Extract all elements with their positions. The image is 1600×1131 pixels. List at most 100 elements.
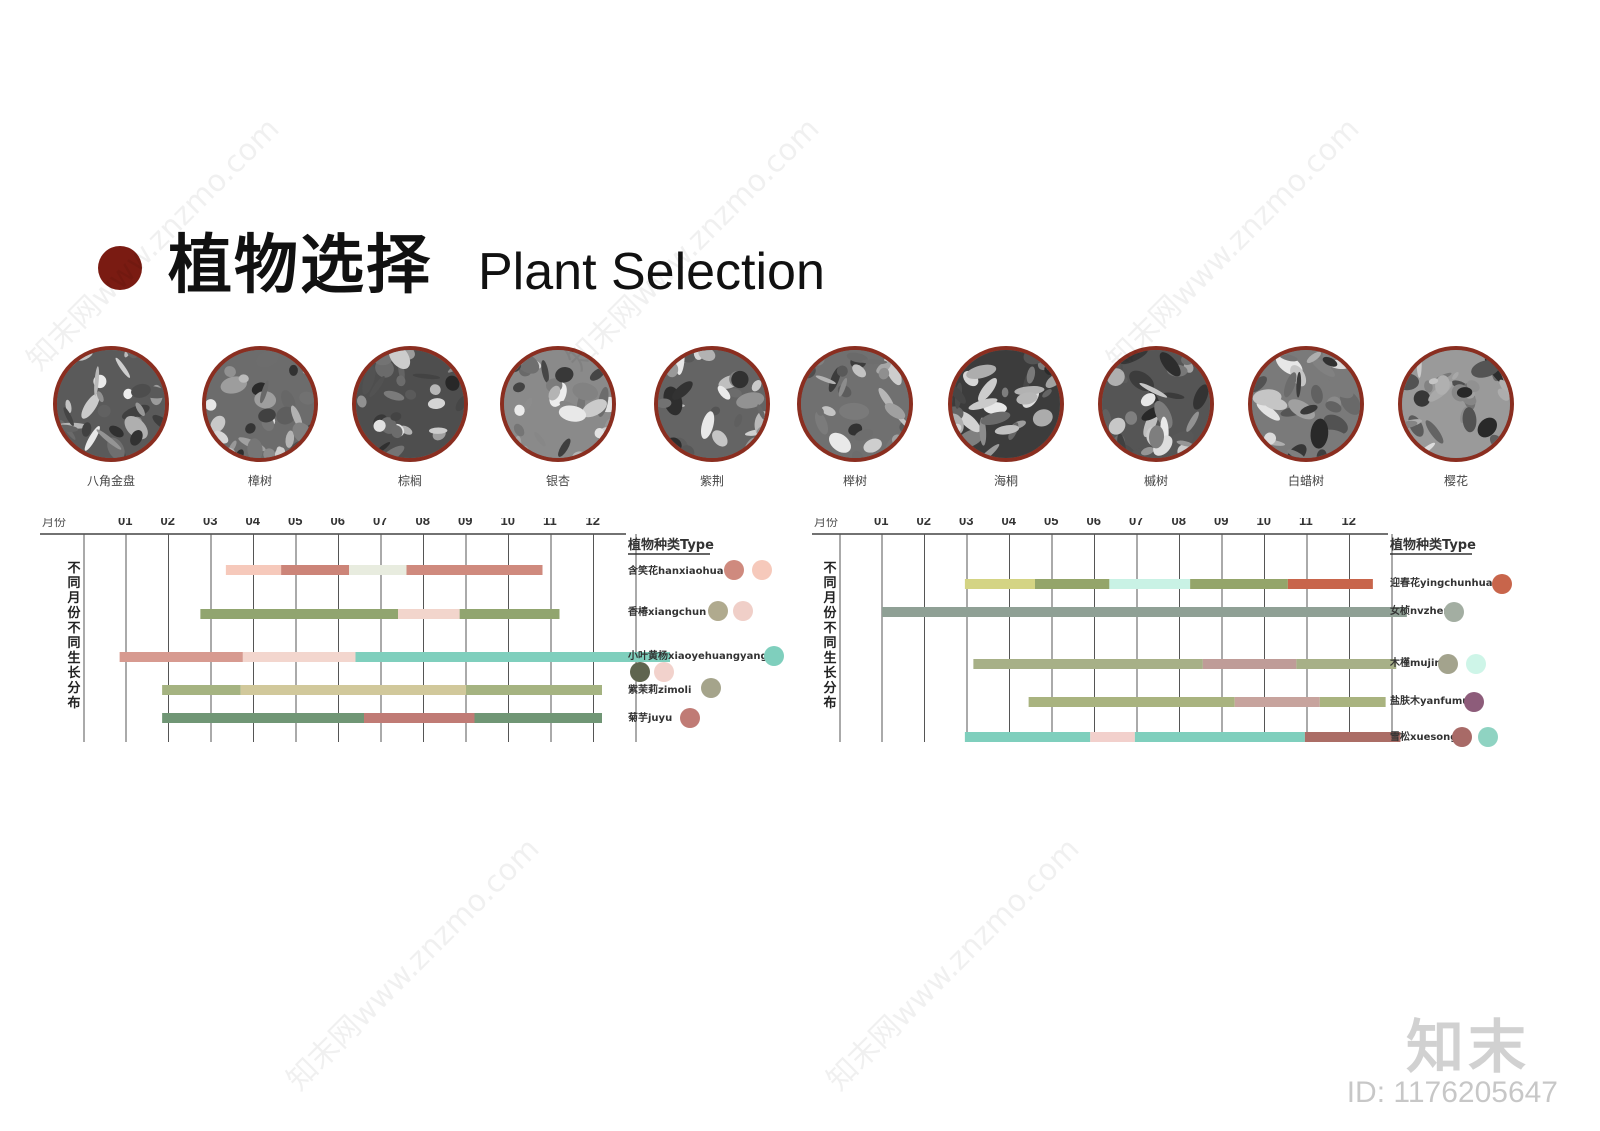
growth-bar-segment — [355, 652, 670, 662]
foliage-texture — [1402, 350, 1510, 458]
leaf-shape — [994, 424, 1020, 435]
growth-bar-segment — [882, 607, 1407, 617]
plant-name: 槭树 — [1143, 474, 1168, 488]
growth-bar-segment — [1296, 659, 1397, 669]
leaf-shape — [555, 367, 574, 383]
leaf-shape — [1279, 353, 1298, 362]
leaf-shape — [899, 352, 909, 374]
growth-bar-segment — [162, 713, 364, 723]
plant-card: 紫荆 — [653, 346, 771, 489]
plant-name: 紫荆 — [699, 474, 724, 488]
leaf-shape — [373, 419, 386, 432]
month-tick-label: 08 — [1172, 518, 1186, 528]
leaf-shape — [1102, 444, 1114, 458]
leaf-shape — [558, 438, 571, 457]
month-tick-label: 04 — [1002, 518, 1017, 528]
legend-entry-label: 女桢nvzhen — [1390, 604, 1450, 617]
growth-bar-segment — [162, 685, 241, 695]
growth-bar-segment — [964, 579, 1035, 589]
leaf-shape — [1402, 447, 1414, 458]
leaf-shape — [1014, 386, 1045, 396]
leaf-shape — [734, 414, 743, 428]
y-axis-label-char: 布 — [823, 695, 836, 711]
leaf-shape — [523, 397, 533, 411]
plant-name: 棕榈 — [397, 474, 422, 488]
leaf-shape — [541, 360, 549, 383]
leaf-shape — [447, 357, 464, 373]
leaf-shape — [247, 438, 263, 458]
plant-photo — [53, 346, 169, 462]
leaf-shape — [254, 391, 277, 409]
legend-swatch-icon — [764, 646, 784, 666]
leaf-shape — [1425, 420, 1444, 444]
leaf-shape — [1159, 352, 1181, 377]
plant-card: 银杏 — [499, 346, 617, 489]
leaf-shape — [839, 402, 870, 420]
leaf-shape — [362, 366, 376, 395]
leaf-shape — [757, 404, 766, 420]
y-axis-label-char: 份 — [823, 605, 837, 621]
month-tick-label: 07 — [1129, 518, 1143, 528]
month-tick-label: 04 — [246, 518, 261, 528]
leaf-shape — [700, 411, 715, 439]
leaf-shape — [97, 404, 111, 418]
legend-entry-label: 迎春花yingchunhua — [1390, 576, 1493, 589]
month-tick-label: 12 — [586, 518, 600, 528]
leaf-shape — [815, 375, 836, 385]
leaf-shape — [391, 425, 403, 439]
growth-bar-segment — [474, 713, 602, 723]
plant-name: 樟树 — [247, 474, 272, 488]
legend-swatch-icon — [1492, 574, 1512, 594]
month-tick-label: 12 — [1342, 518, 1356, 528]
leaf-shape — [1039, 450, 1059, 458]
leaf-shape — [663, 350, 675, 360]
legend-title: 植物种类Type — [1389, 537, 1476, 553]
leaf-shape — [1176, 440, 1194, 447]
leaf-shape — [1140, 393, 1156, 407]
month-tick-label: 05 — [1044, 518, 1058, 528]
plant-name: 白蜡树 — [1287, 474, 1324, 488]
foliage-texture — [356, 350, 464, 458]
leaf-shape — [1462, 407, 1477, 433]
legend-swatch-icon — [1464, 692, 1484, 712]
leaf-shape — [1477, 417, 1497, 438]
leaf-shape — [63, 407, 74, 426]
y-axis-label-char: 布 — [67, 695, 80, 711]
growth-bar-segment — [1109, 579, 1191, 589]
month-header: 月份 — [814, 518, 838, 529]
plant-card: 槭树 — [1097, 346, 1215, 489]
leaf-shape — [1489, 445, 1505, 453]
leaf-shape — [952, 384, 966, 404]
month-tick-label: 03 — [203, 518, 217, 528]
leaf-shape — [1163, 392, 1185, 400]
month-tick-label: 02 — [161, 518, 175, 528]
leaf-shape — [115, 357, 131, 378]
leaf-shape — [405, 389, 417, 400]
foliage-texture — [57, 350, 165, 458]
growth-bar-segment — [200, 609, 398, 619]
leaf-shape — [548, 385, 561, 401]
leaf-shape — [514, 404, 525, 416]
leaf-shape — [572, 382, 598, 401]
leaf-shape — [861, 359, 888, 365]
growth-bar-segment — [1304, 732, 1401, 742]
leaf-shape — [1325, 401, 1342, 413]
brand-logo: 知末 — [1405, 1013, 1530, 1081]
plant-name: 榉树 — [842, 474, 867, 488]
leaf-shape — [135, 402, 145, 417]
growth-bar-segment — [364, 713, 475, 723]
leaf-shape — [1405, 350, 1426, 359]
leaf-shape — [1148, 425, 1165, 449]
legend-swatch-icon — [752, 560, 772, 580]
plant-name: 樱花 — [1443, 474, 1468, 488]
leaf-shape — [289, 364, 298, 376]
leaf-shape — [1402, 373, 1419, 391]
y-axis-label-char: 分 — [67, 680, 80, 696]
growth-bar-segment — [1134, 732, 1305, 742]
y-axis-label-char: 同 — [67, 576, 80, 591]
leaf-shape — [1310, 418, 1329, 449]
plant-card: 八角金盘 — [52, 346, 170, 489]
leaf-shape — [852, 364, 867, 378]
leaf-shape — [1032, 409, 1053, 427]
